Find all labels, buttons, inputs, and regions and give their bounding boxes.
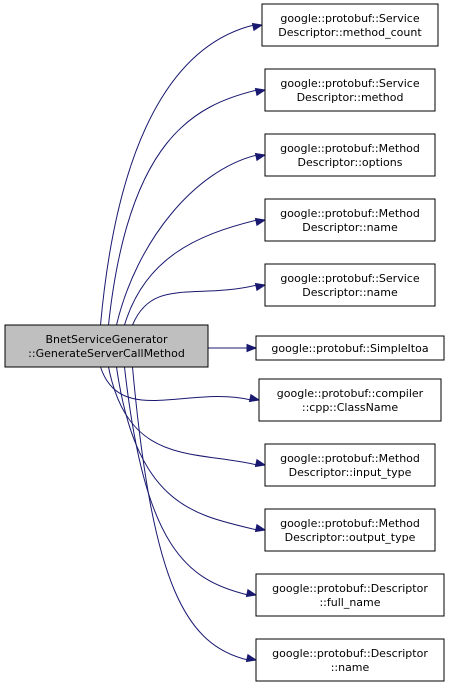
edge-to-servicedescriptor-name <box>132 284 258 326</box>
node-methoddescriptor-output-type-box <box>264 508 436 552</box>
node-descriptor-name-box <box>255 638 445 682</box>
arrowhead-icon <box>254 523 267 533</box>
node-descriptor-full-name[interactable]: google::protobuf::Descriptor::full_name <box>255 573 445 617</box>
node-methoddescriptor-name-box <box>264 198 436 242</box>
node-methoddescriptor-output-type-label-line-1: google::protobuf::Method <box>280 517 420 530</box>
node-servicedescriptor-method-label-line-1: google::protobuf::Service <box>280 77 419 90</box>
node-generate-server-call-method-label-line-1: BnetServiceGenerator <box>45 333 168 346</box>
call-edges <box>100 22 267 663</box>
edge-to-descriptor-name <box>132 366 249 661</box>
node-descriptor-name[interactable]: google::protobuf::Descriptor::name <box>255 638 445 682</box>
node-generate-server-call-method[interactable]: BnetServiceGenerator::GenerateServerCall… <box>4 324 209 368</box>
edge-to-servicedescriptor-method <box>108 89 258 326</box>
node-methoddescriptor-options-label-line-1: google::protobuf::Method <box>280 142 420 155</box>
node-methoddescriptor-input-type[interactable]: google::protobuf::MethodDescriptor::inpu… <box>264 443 436 487</box>
node-compiler-cpp-classname-label-line-2: ::cpp::ClassName <box>302 401 398 414</box>
node-methoddescriptor-name-label-line-2: Descriptor::name <box>302 221 398 234</box>
node-servicedescriptor-name[interactable]: google::protobuf::ServiceDescriptor::nam… <box>264 263 436 307</box>
arrowhead-icon <box>254 282 267 292</box>
node-servicedescriptor-method-box <box>264 68 436 112</box>
edge-to-methoddescriptor-input-type <box>108 366 258 466</box>
arrowhead-icon <box>254 458 267 468</box>
node-simpleitoa-label-line-1: google::protobuf::SimpleItoa <box>271 342 428 355</box>
node-simpleitoa-box <box>255 335 445 361</box>
node-descriptor-name-label-line-1: google::protobuf::Descriptor <box>272 647 428 660</box>
node-servicedescriptor-method-count-box <box>261 3 439 47</box>
graph-nodes: BnetServiceGenerator::GenerateServerCall… <box>4 3 445 682</box>
node-servicedescriptor-method[interactable]: google::protobuf::ServiceDescriptor::met… <box>264 68 436 112</box>
node-servicedescriptor-method-count[interactable]: google::protobuf::ServiceDescriptor::met… <box>261 3 439 47</box>
node-generate-server-call-method-box <box>4 324 209 368</box>
edge-to-descriptor-full-name <box>124 366 249 596</box>
edge-to-methoddescriptor-name <box>124 219 258 326</box>
node-servicedescriptor-name-label-line-2: Descriptor::name <box>302 286 398 299</box>
edge-to-compiler-cpp-classname <box>100 366 252 402</box>
node-descriptor-full-name-box <box>255 573 445 617</box>
node-methoddescriptor-output-type-label-line-2: Descriptor::output_type <box>285 531 416 544</box>
node-servicedescriptor-method-label-line-2: Descriptor::method <box>297 91 404 104</box>
arrowhead-icon <box>245 653 258 663</box>
edge-to-servicedescriptor-method-count <box>100 24 255 326</box>
node-simpleitoa[interactable]: google::protobuf::SimpleItoa <box>255 335 445 361</box>
node-methoddescriptor-input-type-label-line-2: Descriptor::input_type <box>289 466 412 479</box>
node-servicedescriptor-name-label-line-1: google::protobuf::Service <box>280 272 419 285</box>
node-methoddescriptor-input-type-label-line-1: google::protobuf::Method <box>280 452 420 465</box>
arrowhead-icon <box>245 588 258 598</box>
arrowhead-icon <box>248 393 261 403</box>
node-compiler-cpp-classname-label-line-1: google::protobuf::compiler <box>277 387 424 400</box>
node-methoddescriptor-options-label-line-2: Descriptor::options <box>298 156 403 169</box>
node-generate-server-call-method-label-line-2: ::GenerateServerCallMethod <box>28 347 185 360</box>
node-servicedescriptor-name-box <box>264 263 436 307</box>
edge-to-methoddescriptor-options <box>116 154 258 326</box>
node-descriptor-name-label-line-2: ::name <box>331 661 370 674</box>
arrowhead-icon <box>251 22 264 32</box>
node-servicedescriptor-method-count-label-line-2: Descriptor::method_count <box>278 26 422 39</box>
node-methoddescriptor-input-type-box <box>264 443 436 487</box>
node-methoddescriptor-options-box <box>264 133 436 177</box>
arrowhead-icon <box>254 152 267 162</box>
node-servicedescriptor-method-count-label-line-1: google::protobuf::Service <box>280 12 419 25</box>
arrowhead-icon <box>254 87 267 97</box>
node-compiler-cpp-classname-box <box>258 378 442 422</box>
node-methoddescriptor-name-label-line-1: google::protobuf::Method <box>280 207 420 220</box>
edge-to-methoddescriptor-output-type <box>116 366 258 531</box>
node-descriptor-full-name-label-line-2: ::full_name <box>319 596 380 609</box>
arrowhead-icon <box>246 343 258 353</box>
node-descriptor-full-name-label-line-1: google::protobuf::Descriptor <box>272 582 428 595</box>
node-compiler-cpp-classname[interactable]: google::protobuf::compiler::cpp::ClassNa… <box>258 378 442 422</box>
node-methoddescriptor-options[interactable]: google::protobuf::MethodDescriptor::opti… <box>264 133 436 177</box>
arrowhead-icon <box>254 217 267 227</box>
node-methoddescriptor-output-type[interactable]: google::protobuf::MethodDescriptor::outp… <box>264 508 436 552</box>
